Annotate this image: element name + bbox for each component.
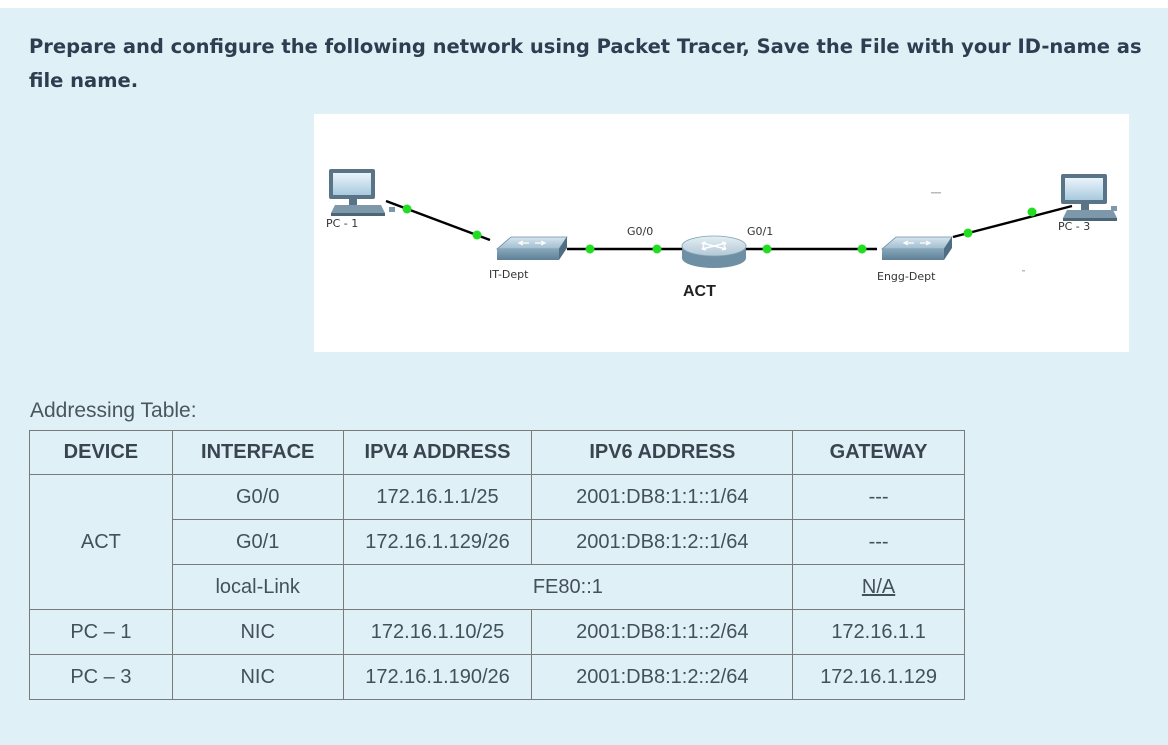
question-prompt: Prepare and configure the following netw… [29,35,1142,92]
pc-icon[interactable] [329,169,395,216]
device-cell: PC – 1 [29,609,173,655]
switch-icon[interactable] [880,236,953,260]
itdept-label: IT-Dept [489,268,529,281]
header-device: DEVICE [29,430,173,475]
table-row: G0/1 172.16.1.129/26 2001:DB8:1:2::1/64 … [30,519,965,565]
gateway-cell: 172.16.1.129 [792,654,965,700]
table-row: PC – 3 NIC 172.16.1.190/26 2001:DB8:1:2:… [29,654,965,700]
addressing-table: DEVICE INTERFACE IPV4 ADDRESS IPV6 ADDRE… [29,430,965,700]
router-label: ACT [683,283,716,300]
pc1-label: PC - 1 [326,217,359,230]
table-header-row: DEVICE INTERFACE IPV4 ADDRESS IPV6 ADDRE… [29,430,965,475]
interface-cell: G0/1 [171,519,344,565]
addressing-table-title: Addressing Table: [30,399,197,422]
ipv6-cell: 2001:DB8:1:1::1/64 [531,474,794,520]
ipv4-cell: 172.16.1.129/26 [342,519,533,565]
link-local-address-cell: FE80::1 [342,564,794,610]
switch-icon[interactable] [495,236,568,260]
header-ipv4: IPV4 ADDRESS [342,430,533,475]
ipv6-cell: 2001:DB8:1:2::1/64 [531,519,794,565]
header-ipv6: IPV6 ADDRESS [531,430,794,475]
gateway-cell: --- [792,519,965,565]
gateway-cell: --- [792,474,965,520]
router-interface-g01: G0/1 [747,225,774,238]
network-diagram: PC - 1 PC - 3 IT-Dept Engg-Dept G0/0 G0/… [314,114,1129,352]
ipv4-cell: 172.16.1.1/25 [342,474,533,520]
interface-cell: local-Link [171,564,344,610]
device-cell: ACT [29,474,173,610]
interface-cell: NIC [171,609,344,655]
table-row: PC – 1 NIC 172.16.1.10/25 2001:DB8:1:1::… [29,609,965,655]
ipv6-cell: 2001:DB8:1:2::2/64 [531,654,794,700]
link-status-dots [402,204,1037,254]
enggdept-label: Engg-Dept [877,270,936,283]
device-cell: PC – 3 [29,654,173,700]
topology-svg [329,169,1117,272]
interface-cell: G0/0 [171,474,344,520]
gateway-cell: 172.16.1.1 [792,609,965,655]
ipv4-cell: 172.16.1.190/26 [342,654,533,700]
pc-icon[interactable] [1061,174,1117,221]
gateway-cell: N/A [792,564,965,610]
ipv6-cell: 2001:DB8:1:1::2/64 [531,609,794,655]
link-enggdept-pc3 [952,204,1073,239]
router-icon[interactable] [681,235,747,268]
header-interface: INTERFACE [171,430,344,475]
header-gateway: GATEWAY [792,430,965,475]
ipv4-cell: 172.16.1.10/25 [342,609,533,655]
pc3-label: PC - 3 [1058,220,1091,233]
interface-cell: NIC [171,654,344,700]
table-row: local-Link FE80::1 N/A [30,564,965,610]
router-interface-g00: G0/0 [627,225,654,238]
table-row: ACT G0/0 172.16.1.1/25 2001:DB8:1:1::1/6… [29,474,965,610]
